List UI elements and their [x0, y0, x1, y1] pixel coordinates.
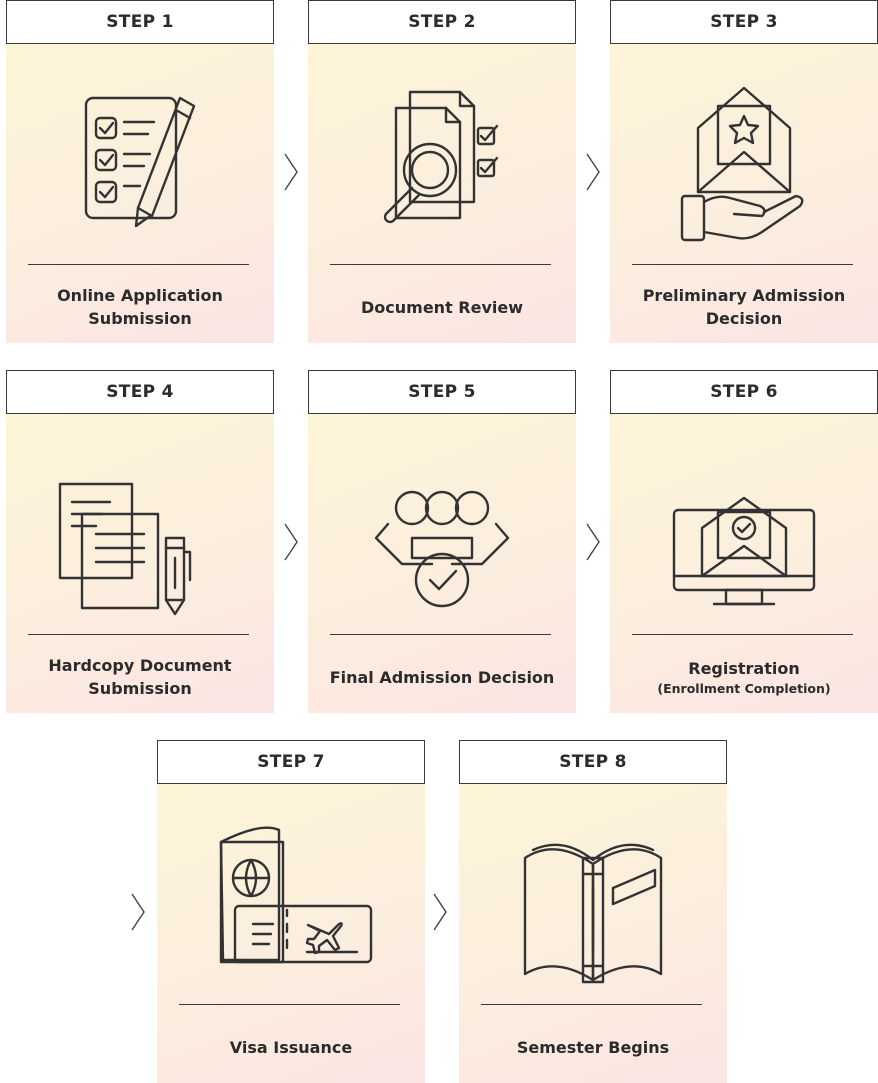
- step-body: Hardcopy Document Submission: [6, 414, 274, 713]
- step-card-1: STEP 1 Online Application Submission: [6, 0, 274, 343]
- chevron-right-icon: [586, 153, 600, 191]
- step-header: STEP 2: [308, 0, 576, 44]
- step-divider: [481, 1004, 702, 1005]
- chevron-right-icon: [284, 523, 298, 561]
- step-body: Online Application Submission: [6, 44, 274, 343]
- document-magnifier-icon: [372, 58, 512, 228]
- chevron-right-icon: [586, 523, 600, 561]
- step-label: Hardcopy Document Submission: [16, 646, 264, 708]
- passport-ticket-icon: [219, 798, 373, 968]
- step-divider: [632, 264, 853, 265]
- step-label: Online Application Submission: [16, 276, 264, 338]
- step-header: STEP 7: [157, 740, 425, 784]
- step-label: Registration (Enrollment Completion): [620, 646, 868, 708]
- step-label: Preliminary Admission Decision: [620, 276, 868, 338]
- step-label-text: Online Application Submission: [57, 286, 223, 328]
- step-card-4: STEP 4 Hardcopy Document Submission: [6, 370, 274, 713]
- step-body: Document Review: [308, 44, 576, 343]
- step-label-text: Preliminary Admission Decision: [642, 286, 846, 328]
- step-body: Registration (Enrollment Completion): [610, 414, 878, 713]
- step-card-2: STEP 2 Document Review: [308, 0, 576, 343]
- open-book-icon: [523, 798, 663, 984]
- step-card-7: STEP 7 Visa Issuance: [157, 740, 425, 1083]
- step-label: Visa Issuance: [167, 1016, 415, 1078]
- chevron-right-icon: [284, 153, 298, 191]
- step-card-5: STEP 5 Final Admission Decision: [308, 370, 576, 713]
- step-label-text: Registration: [688, 659, 800, 678]
- chevron-right-icon: [433, 893, 447, 931]
- monitor-envelope-icon: [672, 428, 816, 606]
- step-divider: [632, 634, 853, 635]
- step-card-6: STEP 6 Registration (Enrollment Completi…: [610, 370, 878, 713]
- step-divider: [179, 1004, 400, 1005]
- envelope-hand-icon: [674, 58, 814, 242]
- step-label: Final Admission Decision: [318, 646, 566, 708]
- step-header: STEP 4: [6, 370, 274, 414]
- step-divider: [330, 634, 551, 635]
- step-label-text: Final Admission Decision: [329, 667, 555, 687]
- step-header: STEP 5: [308, 370, 576, 414]
- checklist-pencil-icon: [70, 58, 210, 228]
- step-card-3: STEP 3 Preliminary Admission Decision: [610, 0, 878, 343]
- step-body: Final Admission Decision: [308, 414, 576, 713]
- people-checkmark-icon: [372, 428, 512, 608]
- chevron-right-icon: [131, 893, 145, 931]
- step-card-8: STEP 8 Semester Begins: [459, 740, 727, 1083]
- step-label-text: Visa Issuance: [229, 1037, 353, 1057]
- step-label: Document Review: [318, 276, 566, 338]
- step-divider: [28, 264, 249, 265]
- step-divider: [330, 264, 551, 265]
- step-label-text: Hardcopy Document Submission: [48, 656, 232, 698]
- step-sublabel: (Enrollment Completion): [657, 681, 831, 696]
- step-body: Semester Begins: [459, 784, 727, 1083]
- step-body: Visa Issuance: [157, 784, 425, 1083]
- step-header: STEP 6: [610, 370, 878, 414]
- step-label-text: Document Review: [361, 297, 523, 317]
- step-body: Preliminary Admission Decision: [610, 44, 878, 343]
- step-header: STEP 3: [610, 0, 878, 44]
- step-header: STEP 8: [459, 740, 727, 784]
- documents-pen-icon: [58, 428, 210, 616]
- step-divider: [28, 634, 249, 635]
- step-header: STEP 1: [6, 0, 274, 44]
- step-label: Semester Begins: [469, 1016, 717, 1078]
- step-label-text: Semester Begins: [516, 1037, 670, 1057]
